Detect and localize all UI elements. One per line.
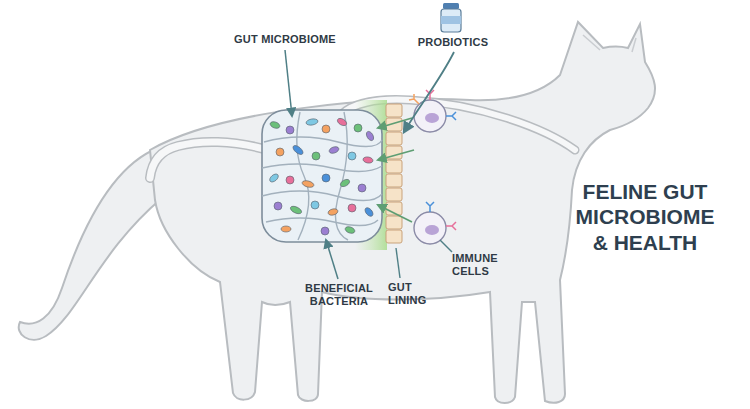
intestine-fold: [266, 218, 378, 226]
bacterium: [276, 148, 284, 156]
antibody: [446, 112, 456, 120]
bacterium: [322, 125, 330, 133]
callout-label: IMMUNE CELLS: [452, 252, 508, 278]
intestine-fold: [264, 137, 382, 147]
callout-label: PROBIOTICS: [411, 36, 495, 49]
bacterium: [311, 201, 319, 209]
colon-tube: [150, 142, 268, 178]
diagram-title: FELINE GUT MICROBIOME & HEALTH: [568, 179, 722, 256]
bacterium: [363, 156, 374, 164]
leader-line: [404, 52, 454, 132]
bacterium: [365, 130, 375, 142]
antibody: [409, 94, 419, 104]
bacterium: [321, 227, 329, 235]
bacterium: [306, 118, 319, 126]
bacterium: [327, 208, 338, 216]
bacterium: [291, 144, 304, 156]
callout-label: BENEFICIAL BACTERIA: [296, 282, 382, 308]
leader-line: [326, 240, 338, 279]
lining-cell: [386, 216, 402, 229]
intestine-folds: [262, 112, 382, 240]
bacterium: [348, 152, 356, 160]
bottle-cap: [443, 3, 459, 9]
bacterium: [281, 226, 291, 232]
immune-cell-nucleus: [425, 113, 439, 123]
antibody: [446, 222, 456, 230]
intestine-mass: [262, 110, 382, 242]
probiotic-bottle: [441, 3, 461, 32]
bacterium: [344, 225, 355, 234]
cat-ear: [583, 35, 600, 50]
lining-cell: [386, 188, 402, 201]
bacterium: [289, 205, 302, 216]
leader-line: [440, 240, 452, 252]
bacterium: [322, 174, 330, 182]
intestine-fold: [336, 112, 349, 240]
bacterium: [286, 176, 294, 184]
bacterium: [268, 172, 280, 183]
intestine-fold: [297, 112, 309, 240]
bacterium: [336, 117, 348, 127]
immune-cell-nucleus: [425, 225, 439, 235]
cat-tail: [19, 148, 162, 340]
bacterium: [339, 178, 351, 188]
bacterium: [274, 202, 282, 210]
bacterium: [348, 204, 356, 212]
bacterium: [363, 206, 374, 218]
callout-label: GUT MICROBIOME: [220, 33, 350, 46]
bacterium: [301, 180, 314, 189]
immune-cell-body: [414, 212, 446, 244]
immune-arrow: [378, 150, 414, 160]
bottle-label: [441, 16, 461, 24]
bacterium: [328, 145, 339, 154]
intestine-fold: [262, 164, 382, 172]
lining-cell: [386, 160, 402, 173]
antibody: [426, 202, 434, 212]
callout-label: GUT LINING: [388, 281, 436, 307]
cat-ear: [632, 38, 636, 52]
immune-cell: [414, 202, 456, 244]
bacterium: [354, 124, 362, 132]
immune-arrow: [378, 205, 412, 222]
immune-cell-body: [414, 100, 446, 132]
bacterium: [312, 152, 320, 160]
bacterium: [269, 120, 280, 129]
immune-cell: [409, 90, 456, 132]
leader-line: [285, 50, 292, 116]
bacterium: [358, 184, 366, 192]
leader-line: [396, 248, 400, 278]
intestine-fold: [262, 191, 382, 201]
lining-cell: [386, 132, 402, 145]
bacteria-group: [268, 117, 375, 235]
bacterium: [286, 126, 294, 134]
lining-cell: [386, 104, 402, 117]
lining-cell: [386, 174, 402, 187]
bottle-body: [441, 9, 461, 32]
colon-tube: [150, 142, 268, 178]
lining-cell: [386, 230, 402, 243]
